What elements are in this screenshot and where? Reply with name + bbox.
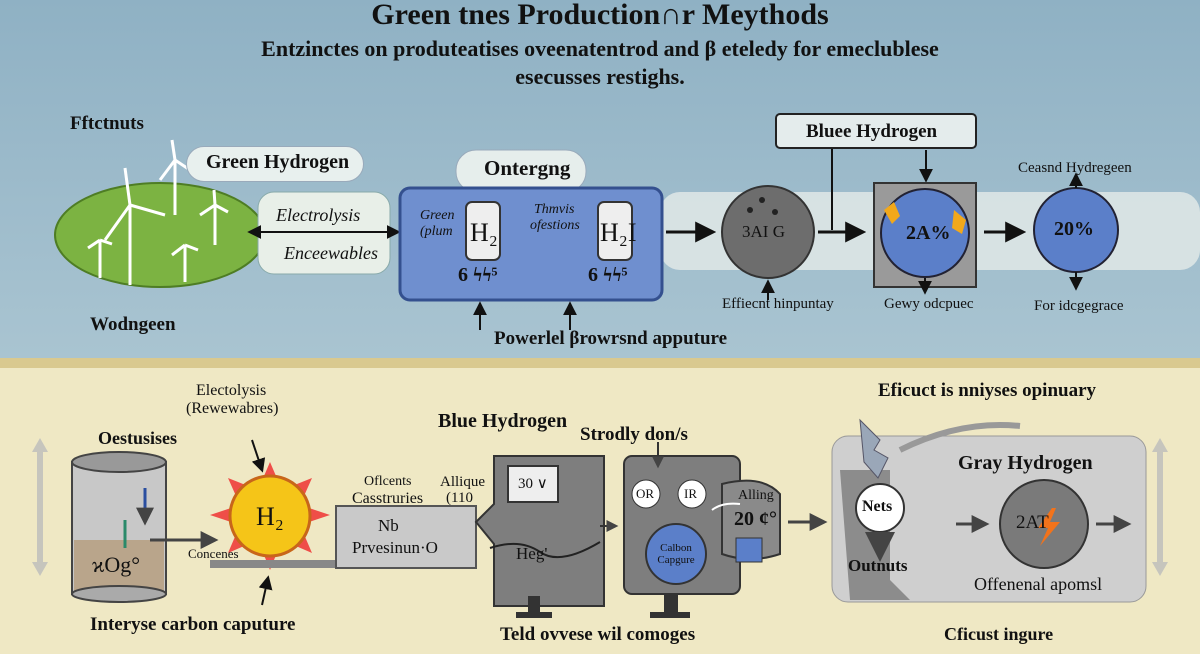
page-title: Green tnes Production∩r Meythods <box>371 0 829 31</box>
page-subtitle-line-2: esecusses restighs. <box>515 64 685 89</box>
wind-farm-illustration <box>54 139 266 288</box>
circle1-caption: Effiecnt hinpuntay <box>722 296 834 312</box>
concenes-label: Concenes <box>188 546 239 561</box>
dial-ir: IR <box>684 486 697 501</box>
electrolysis-label-bottom: Electolysis <box>196 382 267 399</box>
outnuts-label: Outnuts <box>848 556 908 575</box>
box-line-1: Nb <box>378 516 399 535</box>
oestusises-label: Oestusises <box>98 428 178 448</box>
page-subtitle-line-1: Entzinctes on produteatises oveenatentro… <box>261 36 939 61</box>
process-circle-2 <box>880 188 970 278</box>
dial-or: OR <box>636 486 655 501</box>
tank1-note-a: Green <box>420 208 455 223</box>
nets-label: Nets <box>862 498 893 515</box>
blue-hydrogen-label-bottom: Blue Hydrogen <box>438 410 568 432</box>
blue-hydrogen-label: Bluee Hydrogen <box>806 121 938 142</box>
carbon-capture-small: Calbon Capgure <box>657 542 695 566</box>
wind-label: Wodngeen <box>90 314 176 335</box>
offenenal-label: Offenenal apomsl <box>974 574 1103 594</box>
alique-label: Allique <box>440 474 485 490</box>
tank2-note-b: ofestions <box>530 218 580 233</box>
circle2-text: 2A% <box>906 222 951 244</box>
efficut-label: Eficuct is nniyses opinuary <box>878 380 1097 401</box>
alling-number: 20 ¢° <box>734 508 777 530</box>
box-line-2: Prvesinun·O <box>352 538 438 557</box>
tank2-digits: 6 ϟϟ⁵ <box>588 264 628 286</box>
machine-label: Heg' <box>516 544 548 563</box>
blue-hydrogen-label-box <box>775 113 977 149</box>
sun-label: H₂ <box>256 502 284 531</box>
renewables-label-bottom: (Rewewabres) <box>186 400 279 417</box>
ontergng-label: Ontergng <box>484 156 571 180</box>
effects-label: Fftctnuts <box>70 113 144 134</box>
offcents-label: Oflcents <box>364 474 412 489</box>
green-hydrogen-pill <box>186 146 364 182</box>
panel-divider <box>0 358 1200 368</box>
electrolysis-label: Electrolysis <box>276 205 361 225</box>
process-circle-1 <box>721 185 815 279</box>
electrolyzer-tank <box>71 451 219 603</box>
casstruries-label: Casstruries <box>352 490 424 507</box>
circle1-text: 3AI G <box>742 222 785 241</box>
circle3-caption: For idcgegrace <box>1034 298 1124 314</box>
circle3-text: 20% <box>1054 218 1094 240</box>
teld-label: Teld ovvese wil comoges <box>500 624 696 645</box>
strodly-label: Strodly don/s <box>580 424 688 445</box>
sun-illustration <box>210 439 330 606</box>
circle2-caption: Gewy odcpuec <box>884 296 974 312</box>
tank2-symbol: H₂I <box>600 218 637 247</box>
circle3-top-label: Ceasnd Hydregeen <box>1018 160 1132 176</box>
gray-hydrogen-label: Gray Hydrogen <box>958 452 1093 474</box>
tank1-symbol: H₂ <box>470 218 498 247</box>
green-hydrogen-label: Green Hydrogen <box>206 151 350 173</box>
power-label: Powerlel βrowrsnd apputure <box>494 328 728 349</box>
tank1-digits: 6 ϟϟ⁵ <box>458 264 498 286</box>
carbon-capture-machine <box>623 442 781 618</box>
gray-circle-text: 2AT <box>1016 512 1049 533</box>
processing-box <box>335 505 477 569</box>
renewables-label: Enceewables <box>284 243 378 263</box>
tank-label: ϰOg° <box>92 552 141 577</box>
carbon-capture-label: Interyse carbon caputure <box>90 614 296 635</box>
alling-label: Alling <box>738 488 774 503</box>
machine-display: 30 ∨ <box>518 476 548 492</box>
capture-machine <box>474 455 619 618</box>
cficust-label: Cficust ingure <box>944 624 1054 644</box>
alique-number: (110 <box>446 490 473 506</box>
tank1-note-b: (plum <box>420 224 453 239</box>
tank2-note-a: Thmvis <box>534 202 575 217</box>
